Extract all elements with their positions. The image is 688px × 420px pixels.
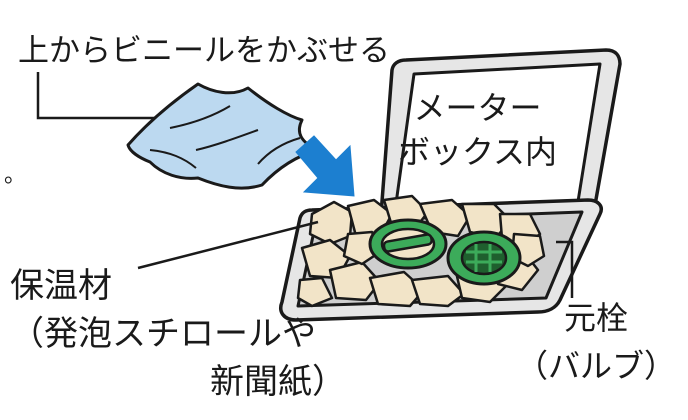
insulation-label-line3: 新聞紙）	[210, 362, 346, 402]
insulation-label-line1: 保温材	[10, 266, 112, 306]
meter-box-label-line2: ボックス内	[398, 133, 558, 171]
valve-leader-line	[556, 240, 574, 298]
cover-leader-line	[36, 72, 190, 120]
meter-box-label: メーター ボックス内	[398, 86, 557, 174]
vinyl-sheet-icon	[126, 82, 320, 190]
valve-label-line2: （バルブ）	[516, 347, 677, 385]
insulation-leader-line	[137, 220, 319, 270]
down-arrow-icon	[295, 135, 355, 197]
valve-icon	[368, 218, 522, 286]
insulation-label-line2: （発泡スチロールや	[10, 314, 316, 354]
valve-label: 元栓 （バルブ）	[516, 294, 676, 390]
stray-mark: 。	[4, 163, 27, 188]
valve-label-line1: 元栓	[564, 299, 629, 337]
cover-label: 上からビニールをかぶせる	[18, 33, 390, 69]
meter-box-label-line1: メーター	[413, 89, 542, 127]
insulation-label: 保温材 （発泡スチロールや 新聞紙）	[10, 262, 346, 406]
